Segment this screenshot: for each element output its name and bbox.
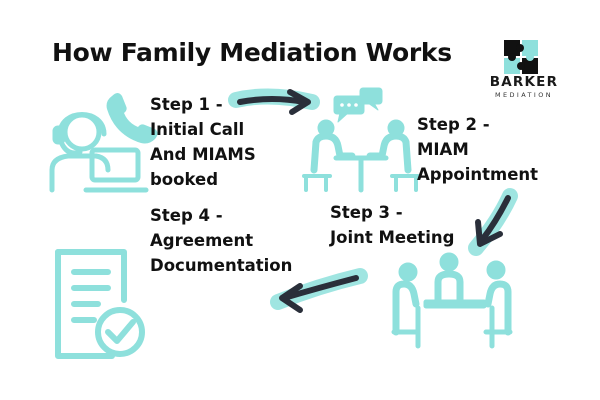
step-1-line: booked bbox=[150, 170, 219, 189]
meeting-icon bbox=[391, 252, 513, 349]
step-4-heading: Step 4 - bbox=[150, 206, 223, 225]
step-4: Step 4 - Agreement Documentation bbox=[150, 203, 292, 278]
arrow-step3-to-step4 bbox=[270, 268, 368, 313]
puzzle-logo-icon bbox=[504, 40, 538, 74]
arrow-step2-to-step3 bbox=[468, 188, 518, 256]
step-2-line: MIAM bbox=[417, 140, 469, 159]
call-center-icon bbox=[49, 93, 158, 193]
step-3: Step 3 - Joint Meeting bbox=[330, 200, 454, 250]
brand-name: BARKER bbox=[489, 74, 559, 90]
step-2: Step 2 - MIAM Appointment bbox=[417, 112, 538, 187]
brand-tagline: MEDIATION bbox=[494, 91, 554, 99]
step-1: Step 1 - Initial Call And MIAMS booked bbox=[150, 92, 256, 192]
step-3-line: Joint Meeting bbox=[330, 228, 455, 247]
step-4-line: Agreement bbox=[150, 231, 254, 250]
step-3-heading: Step 3 - bbox=[330, 203, 403, 222]
document-check-icon bbox=[55, 249, 145, 359]
step-1-line: Initial Call bbox=[150, 120, 245, 139]
step-1-line: And MIAMS bbox=[150, 145, 256, 164]
step-2-heading: Step 2 - bbox=[417, 115, 490, 134]
step-4-line: Documentation bbox=[150, 256, 293, 275]
arrow-step1-to-step2 bbox=[228, 88, 320, 115]
step-2-line: Appointment bbox=[417, 165, 539, 184]
consultation-icon bbox=[302, 87, 420, 193]
page-title: How Family Mediation Works bbox=[52, 38, 452, 67]
step-1-heading: Step 1 - bbox=[150, 95, 223, 114]
